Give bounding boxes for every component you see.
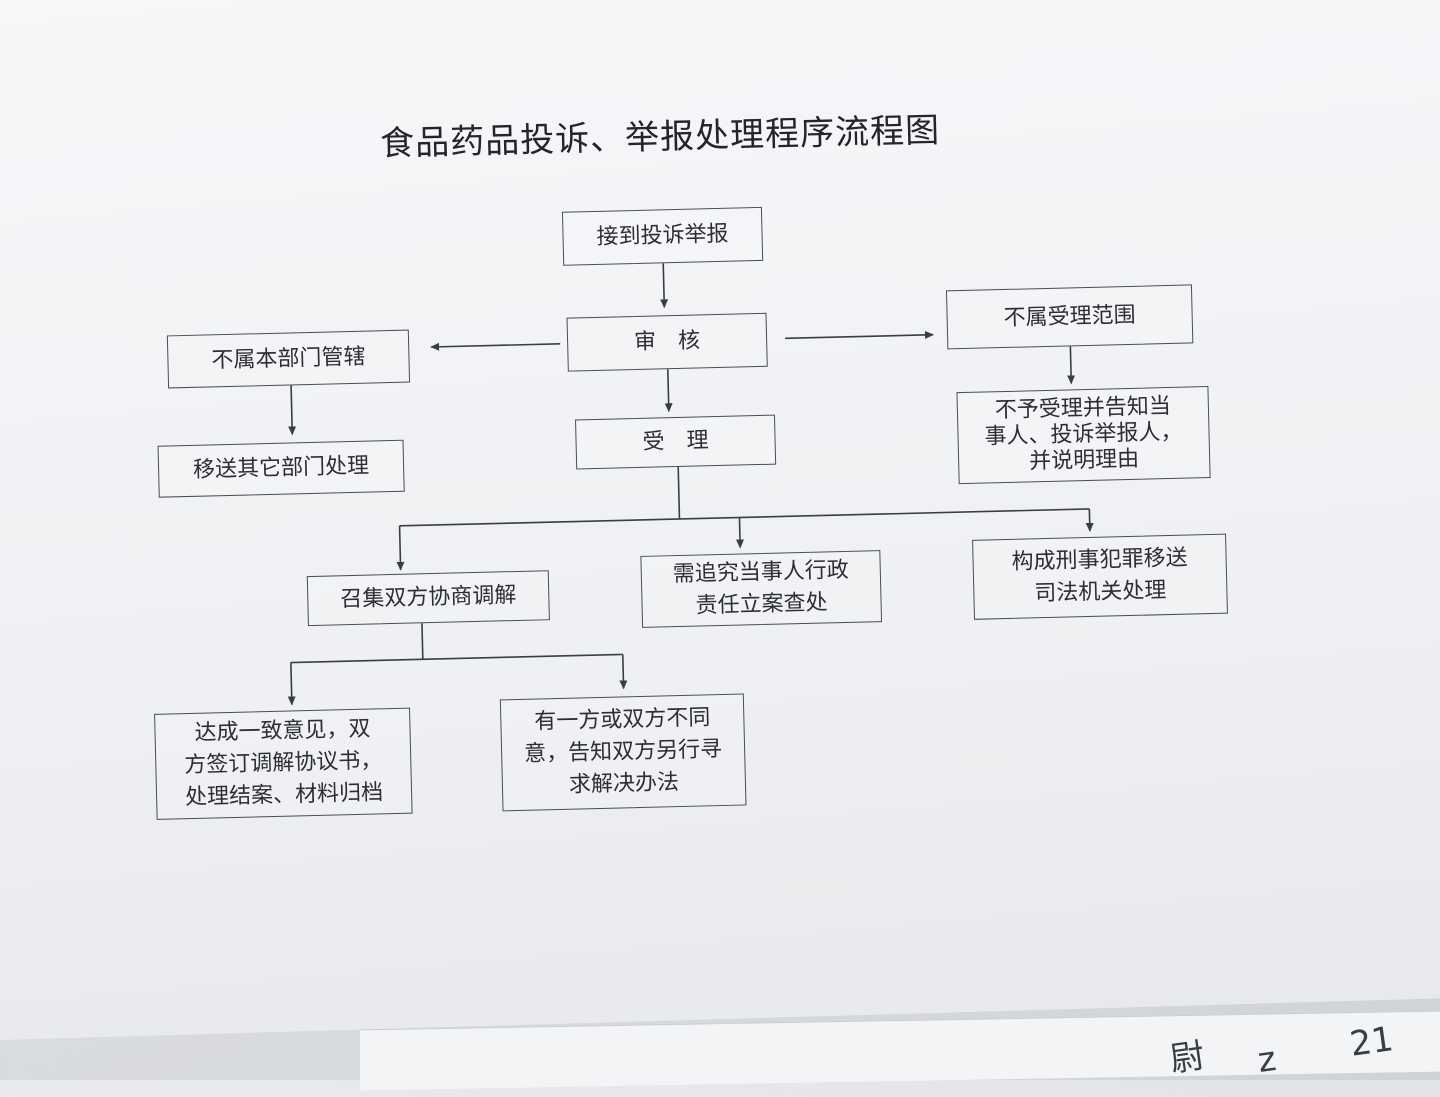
box-not-jurisdiction: 不属本部门管辖 bbox=[166, 329, 411, 389]
arrow-notscope-reject bbox=[1067, 346, 1076, 385]
arrow-accept-admin bbox=[735, 517, 744, 549]
arrow-receive-review bbox=[660, 263, 669, 309]
box-reject-notify: 不予受理并告知当 事人、投诉举报人， 并说明理由 bbox=[956, 386, 1211, 485]
arrow-notjurisdiction-transfer bbox=[288, 385, 297, 436]
branch-accept-stem bbox=[677, 466, 681, 520]
box-not-scope: 不属受理范围 bbox=[945, 284, 1194, 350]
arrow-review-accept bbox=[664, 369, 673, 413]
arrow-mediation-disagreement bbox=[619, 654, 628, 690]
paper-sheet bbox=[0, 0, 1440, 1040]
box-mediation: 召集双方协商调解 bbox=[306, 570, 550, 627]
box-transfer-other-dept: 移送其它部门处理 bbox=[157, 439, 405, 498]
arrow-mediation-agreement bbox=[287, 662, 296, 706]
box-review: 审 核 bbox=[566, 312, 768, 372]
arrow-accept-criminal bbox=[1085, 508, 1094, 532]
box-administrative-case: 需追究当事人行政 责任立案查处 bbox=[640, 550, 883, 628]
branch-accept-bus bbox=[399, 508, 1090, 527]
box-agreement-reached: 达成一致意见，双 方签订调解协议书， 处理结案、材料归档 bbox=[154, 707, 413, 820]
branch-mediation-stem bbox=[421, 623, 424, 660]
arrow-accept-mediation bbox=[396, 525, 405, 571]
box-receive-complaint: 接到投诉举报 bbox=[561, 206, 764, 266]
arrow-review-notscope bbox=[785, 330, 935, 340]
branch-mediation-bus bbox=[290, 653, 623, 664]
box-criminal-transfer: 构成刑事犯罪移送 司法机关处理 bbox=[972, 533, 1228, 620]
arrow-review-notjurisdiction bbox=[430, 342, 561, 351]
box-disagreement: 有一方或双方不同 意，告知双方另行寻 求解决办法 bbox=[499, 693, 747, 812]
box-accept: 受 理 bbox=[575, 414, 777, 470]
